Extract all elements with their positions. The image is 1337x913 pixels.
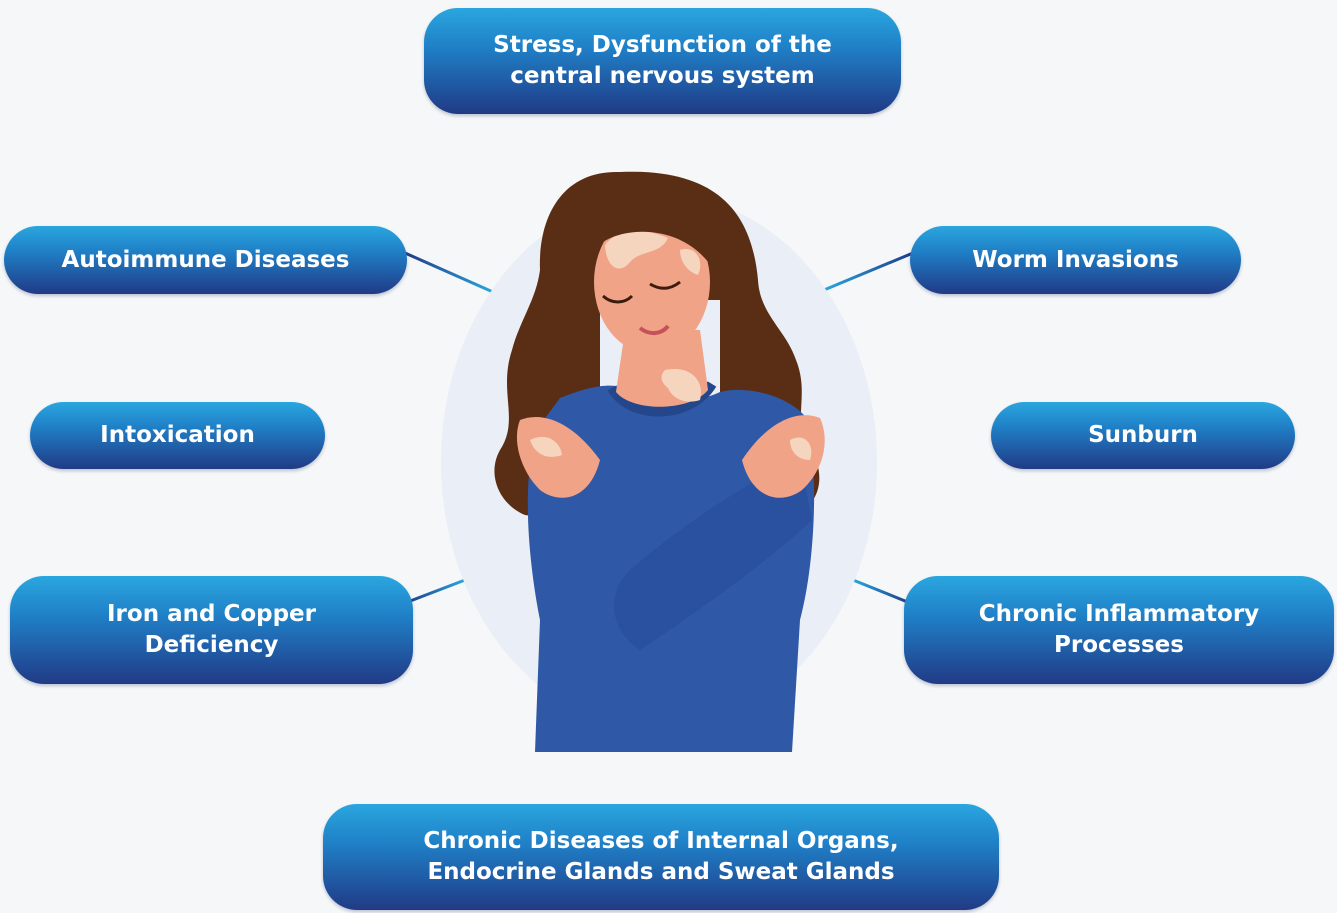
cause-chronic-internal-diseases: Chronic Diseases of Internal Organs, End…	[323, 804, 999, 910]
cause-iron-line2: Deficiency	[145, 630, 279, 661]
cause-worm-invasions: Worm Invasions	[910, 226, 1241, 294]
cause-internal-line2: Endocrine Glands and Sweat Glands	[427, 857, 894, 888]
cause-autoimmune-label: Autoimmune Diseases	[62, 245, 350, 276]
cause-inflammatory-line2: Processes	[1054, 630, 1184, 661]
cause-sunburn: Sunburn	[991, 402, 1295, 469]
cause-worms-label: Worm Invasions	[972, 245, 1179, 276]
cause-sunburn-label: Sunburn	[1088, 420, 1198, 451]
cause-inflammatory-line1: Chronic Inflammatory	[979, 599, 1259, 630]
cause-internal-line1: Chronic Diseases of Internal Organs,	[423, 826, 898, 857]
cause-intoxication: Intoxication	[30, 402, 325, 469]
cause-autoimmune: Autoimmune Diseases	[4, 226, 407, 294]
cause-stress-line1: Stress, Dysfunction of the	[493, 30, 832, 61]
cause-chronic-inflammatory: Chronic Inflammatory Processes	[904, 576, 1334, 684]
cause-stress-line2: central nervous system	[510, 61, 814, 92]
cause-stress-cns: Stress, Dysfunction of the central nervo…	[424, 8, 901, 114]
cause-intoxication-label: Intoxication	[100, 420, 255, 451]
cause-iron-line1: Iron and Copper	[107, 599, 316, 630]
cause-iron-copper-deficiency: Iron and Copper Deficiency	[10, 576, 413, 684]
